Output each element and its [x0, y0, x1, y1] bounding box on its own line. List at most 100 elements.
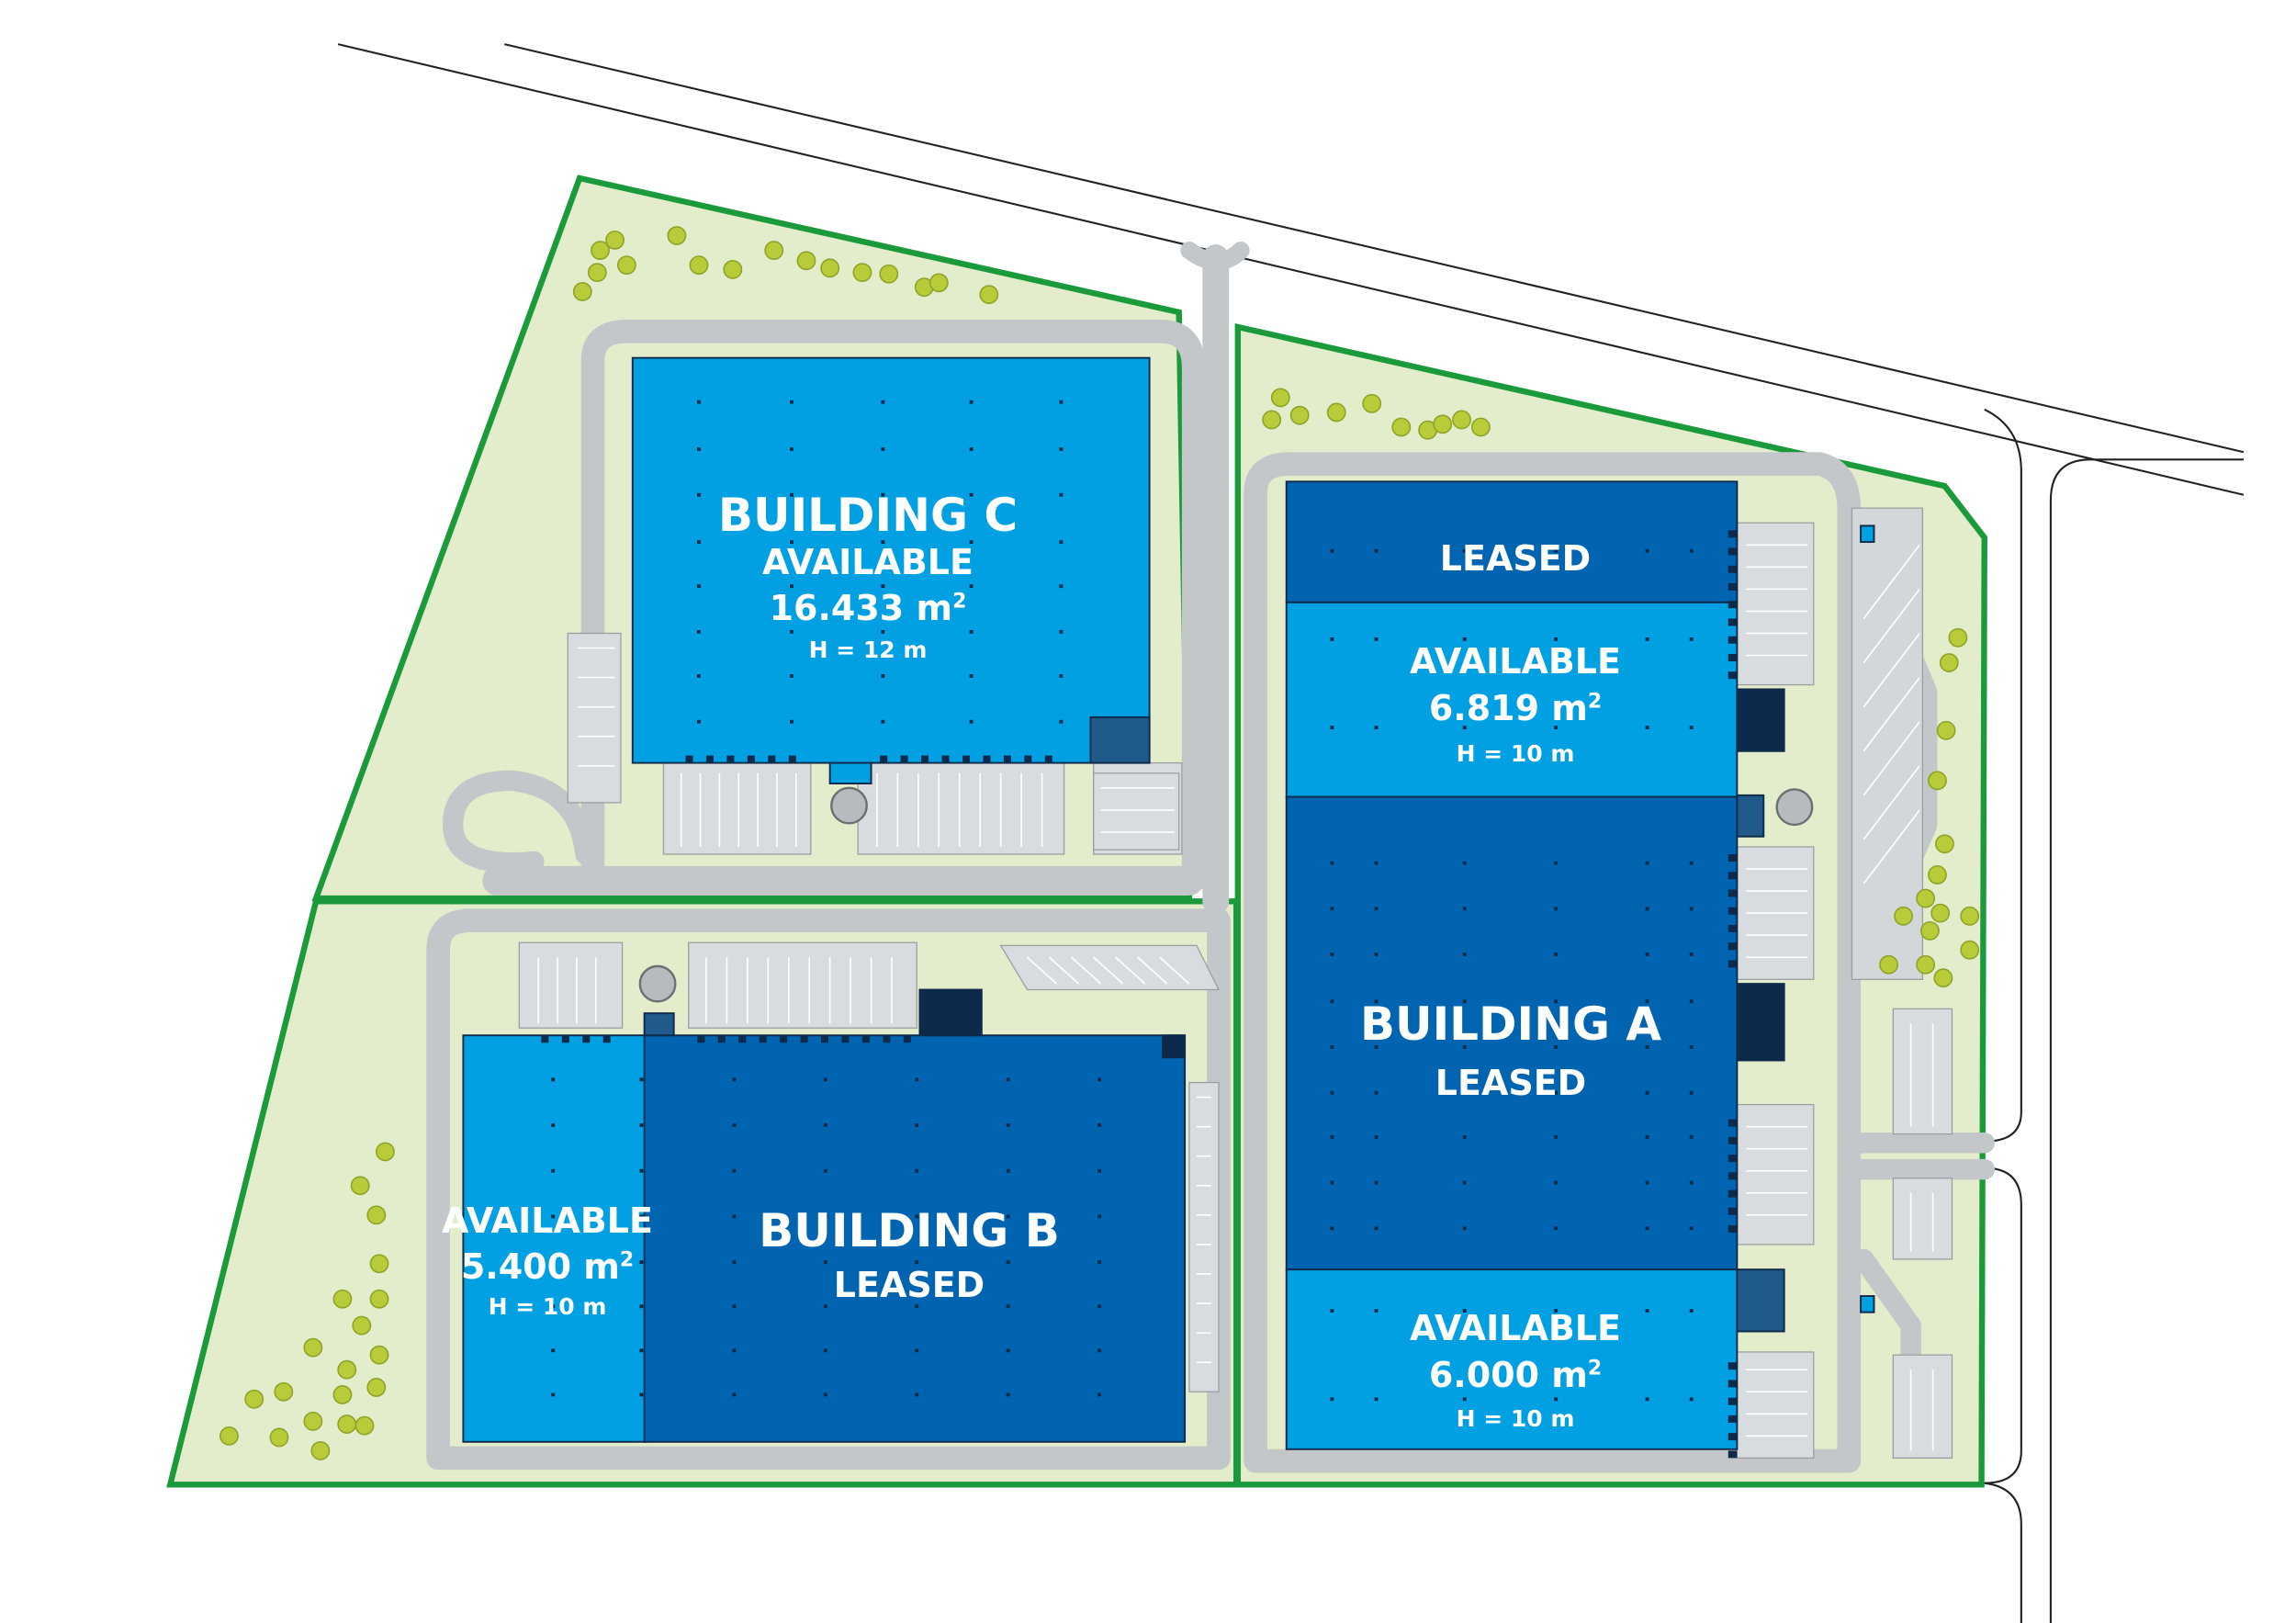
column-dot	[790, 674, 793, 678]
column-dot	[732, 1304, 737, 1309]
column-dot	[1059, 584, 1064, 589]
dock-door	[841, 1035, 850, 1043]
dock-door	[561, 1035, 569, 1043]
building-b-available-area: 5.400 m2	[461, 1249, 634, 1284]
column-dot	[1462, 1090, 1467, 1095]
column-dot	[1059, 447, 1064, 451]
dock-door	[1728, 636, 1738, 644]
column-dot	[1689, 1134, 1694, 1139]
building-c-area-unit: 2	[952, 590, 967, 614]
column-dot	[1645, 1309, 1649, 1313]
column-dot	[1374, 548, 1379, 553]
external-roads	[337, 43, 2245, 1623]
dock-door	[780, 1035, 788, 1043]
column-dot	[732, 1214, 737, 1219]
column-dot	[969, 584, 974, 589]
building-a-office-1	[1736, 688, 1785, 752]
column-dot	[1462, 1226, 1467, 1231]
column-dot	[1554, 637, 1559, 641]
building-a-upper-unit-area: 6.819 m2	[1429, 691, 1602, 726]
column-dot	[697, 629, 701, 634]
column-dot	[639, 1392, 644, 1397]
column-dot	[915, 1214, 919, 1219]
column-dot	[790, 584, 793, 589]
column-dot	[1097, 1392, 1102, 1397]
building-a-bottom-unit-area: 6.000 m2	[1429, 1358, 1602, 1392]
column-dot	[1554, 1226, 1559, 1231]
column-dot	[915, 1260, 919, 1265]
dock-door	[1728, 1397, 1738, 1405]
building-a-leased-main	[1285, 795, 1739, 1271]
column-dot	[697, 447, 701, 451]
column-dot	[1330, 548, 1334, 553]
dock-door	[1728, 942, 1738, 951]
column-dot	[823, 1392, 827, 1397]
column-dot	[1374, 999, 1379, 1004]
dock-door	[861, 1035, 870, 1043]
building-c-area-value: 16.433 m	[769, 588, 953, 628]
column-dot	[1645, 637, 1649, 641]
building-c-height: H = 12 m	[808, 637, 928, 663]
column-dot	[1330, 1226, 1334, 1231]
building-b-available-height: H = 10 m	[488, 1293, 607, 1320]
column-dot	[1645, 1045, 1649, 1049]
column-dot	[1645, 1226, 1649, 1231]
column-dot	[881, 584, 885, 589]
column-dot	[639, 1123, 644, 1127]
column-dot	[790, 540, 793, 544]
column-dot	[1689, 637, 1694, 641]
column-dot	[732, 1348, 737, 1353]
column-dot	[1374, 1045, 1379, 1049]
building-b-available-unit	[462, 1034, 647, 1443]
dock-door	[1728, 565, 1738, 573]
column-dot	[639, 1214, 644, 1219]
column-dot	[1645, 999, 1649, 1004]
building-a-top-unit-status: LEASED	[1439, 538, 1592, 579]
column-dot	[1689, 952, 1694, 956]
column-dot	[1554, 952, 1559, 956]
column-dot	[1689, 548, 1694, 553]
column-dot	[1374, 907, 1379, 911]
column-dot	[1689, 1090, 1694, 1095]
building-footprints	[462, 356, 1875, 1450]
building-a-office-4	[1736, 1268, 1785, 1333]
column-dot	[1462, 548, 1467, 553]
building-a-status: LEASED	[1435, 1063, 1587, 1103]
column-dot	[639, 1348, 644, 1353]
column-dot	[969, 629, 974, 634]
gatehouse-1	[1860, 524, 1875, 544]
building-a-upper-unit-height: H = 10 m	[1456, 740, 1575, 767]
column-dot	[1689, 1180, 1694, 1185]
dock-door	[1728, 530, 1738, 538]
column-dot	[1462, 726, 1467, 730]
column-dot	[1374, 1134, 1379, 1139]
column-dot	[639, 1168, 644, 1173]
column-dot	[969, 719, 974, 724]
sprinkler-tanks	[638, 786, 1814, 1003]
column-dot	[1330, 907, 1334, 911]
column-dot	[1330, 1045, 1334, 1049]
column-dot	[732, 1077, 737, 1082]
column-dot	[1645, 952, 1649, 956]
building-a-upper-unit-area-value: 6.819 m	[1428, 688, 1588, 728]
column-dot	[697, 540, 701, 544]
dock-door	[1728, 1362, 1738, 1370]
column-dot	[1462, 952, 1467, 956]
column-dot	[732, 1168, 737, 1173]
building-a-office-3	[1736, 983, 1785, 1062]
column-dot	[1330, 861, 1334, 865]
trees	[219, 226, 1980, 1460]
column-dot	[1059, 674, 1064, 678]
dock-door	[1728, 889, 1738, 897]
column-dot	[1374, 1180, 1379, 1185]
column-dot	[881, 400, 885, 404]
column-dot	[551, 1077, 556, 1082]
column-dot	[1689, 1226, 1694, 1231]
column-dot	[1374, 726, 1379, 730]
dock-door	[903, 1035, 911, 1043]
building-a-leased-top-unit	[1285, 480, 1739, 603]
column-dot	[969, 400, 974, 404]
column-dot	[915, 1304, 919, 1309]
column-dot	[1097, 1168, 1102, 1173]
column-dot	[1554, 999, 1559, 1004]
